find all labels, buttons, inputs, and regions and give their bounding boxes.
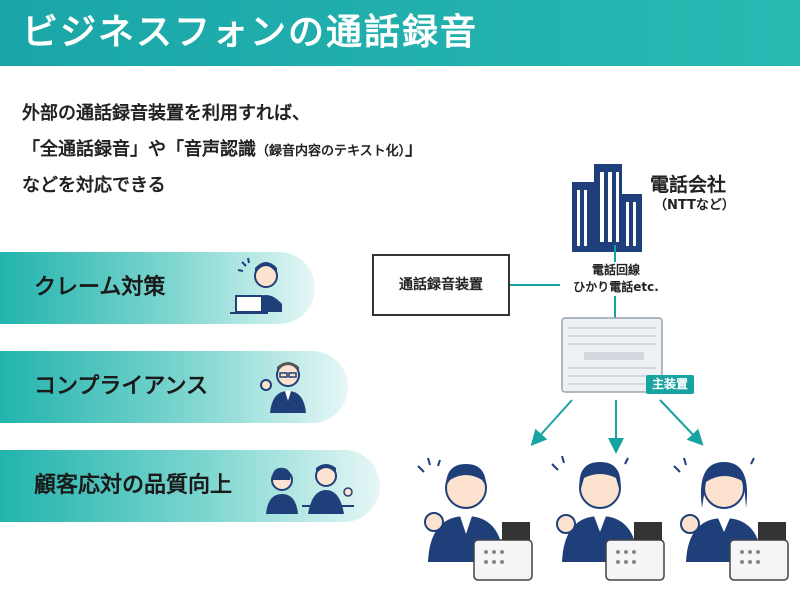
phone-line-label: 電話回線 ひかり電話etc. [560, 262, 672, 296]
recorder-label: 通話録音装置 [399, 277, 483, 293]
company-subtitle: （NTTなど） [654, 198, 735, 213]
line-label-1: 電話回線 [591, 263, 640, 277]
pbx-main-unit-icon [561, 317, 663, 393]
main-unit-badge: 主装置 [646, 375, 695, 394]
arrow-left [530, 399, 573, 446]
distribution-arrows [530, 399, 704, 454]
operator-2-icon [551, 455, 665, 581]
intro-line-2-main: 「全通話録音」や「音声認識 [22, 139, 256, 160]
intro-line-3: などを対応できる [22, 175, 166, 196]
intro-line-2-note: （録音内容のテキスト化） [256, 144, 406, 159]
intro-line-2: 「全通話録音」や「音声認識（録音内容のテキスト化）」 [22, 132, 522, 168]
operator-1-icon [417, 457, 533, 581]
benefit-pill-complaint: クレーム対策 [0, 252, 315, 324]
benefit-label: 顧客応対の品質向上 [34, 473, 233, 498]
intro-line-1: 外部の通話録音装置を利用すれば、 [22, 103, 310, 124]
intro-text: 外部の通話録音装置を利用すれば、 「全通話録音」や「音声認識（録音内容のテキスト… [22, 96, 522, 204]
arrow-right [659, 399, 704, 446]
title-banner: ビジネスフォンの通話録音 [0, 0, 800, 66]
benefit-label: コンプライアンス [34, 374, 209, 399]
operator-laptop-icon [230, 257, 282, 314]
intro-line-2-end: 」 [405, 139, 424, 160]
benefit-pill-compliance: コンプライアンス [0, 351, 348, 423]
operator-3-icon [673, 457, 789, 581]
benefit-pill-quality: 顧客応対の品質向上 [0, 450, 380, 522]
recorder-device-box: 通話録音装置 [372, 254, 510, 316]
office-building-icon [572, 164, 642, 252]
line-label-2: ひかり電話etc. [573, 280, 659, 294]
company-name: 電話会社 [650, 174, 727, 196]
benefit-label: クレーム対策 [34, 275, 166, 300]
page-title: ビジネスフォンの通話録音 [22, 12, 479, 53]
businessman-ok-icon [260, 362, 306, 413]
customer-meeting-icon [266, 464, 354, 514]
